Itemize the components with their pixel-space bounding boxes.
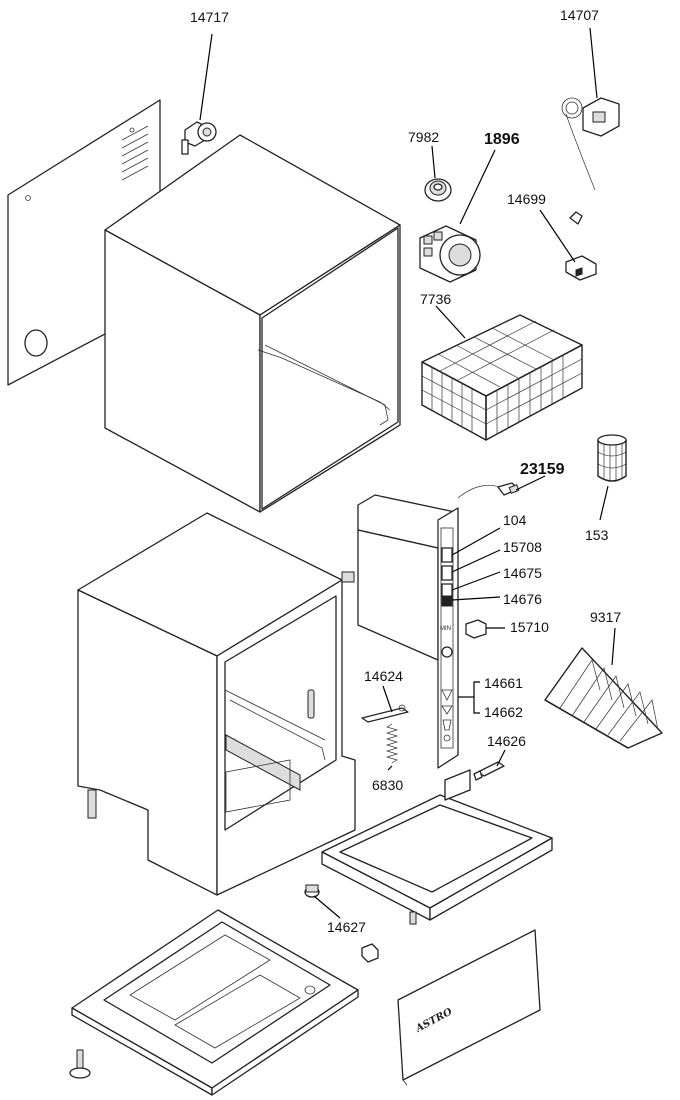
callout-14699: 14699 — [507, 191, 546, 207]
control-panel-frame — [357, 494, 459, 769]
callout-104: 104 — [503, 512, 527, 528]
callout-14661: 14661 — [484, 675, 523, 691]
callout-6830: 6830 — [372, 777, 403, 793]
panel-indicator-icons — [441, 689, 453, 742]
leader-lines — [199, 27, 616, 919]
callout-14676: 14676 — [503, 591, 542, 607]
callout-153: 153 — [585, 527, 609, 543]
callout-1896: 1896 — [484, 131, 520, 148]
hood-casing — [104, 134, 401, 513]
bracket-part-14624[interactable] — [361, 704, 409, 723]
switch-part-15708[interactable] — [441, 565, 453, 581]
callout-14626: 14626 — [487, 733, 526, 749]
valve-part-14717[interactable] — [181, 121, 217, 155]
callout-14717: 14717 — [190, 9, 229, 25]
microswitch-part-14699[interactable] — [565, 211, 597, 281]
switch-part-15710[interactable] — [465, 619, 487, 639]
front-kick-panel: ASTRO — [397, 929, 541, 1086]
knob-part-7982[interactable] — [424, 178, 452, 202]
callout-labels: 14717 14707 7982 1896 14699 7736 23159 1… — [190, 7, 621, 935]
callout-9317: 9317 — [590, 609, 621, 625]
callout-15710: 15710 — [510, 619, 549, 635]
cutlery-holder-part-153[interactable] — [597, 434, 627, 482]
dishwasher-body — [77, 512, 356, 896]
callout-15708: 15708 — [503, 539, 542, 555]
clip-part — [361, 943, 379, 963]
callout-7982: 7982 — [408, 129, 439, 145]
switch-part-104[interactable] — [441, 547, 453, 563]
spring-part-6830[interactable] — [385, 723, 399, 764]
callout-14662: 14662 — [484, 704, 523, 720]
screw-part-14626[interactable] — [473, 761, 505, 781]
panel-label: MIN — [440, 626, 451, 632]
adjustable-foot — [69, 1049, 91, 1079]
lamp-part-14676[interactable] — [441, 595, 453, 607]
wire-basket-part-7736[interactable] — [421, 314, 583, 441]
callout-14707: 14707 — [560, 7, 599, 23]
callout-14624: 14624 — [364, 668, 403, 684]
dial-knob[interactable] — [441, 646, 453, 658]
drawer-frame — [321, 769, 553, 925]
base-tray — [71, 909, 359, 1096]
callout-23159: 23159 — [520, 461, 565, 478]
connector-part-23159[interactable] — [457, 482, 520, 499]
plate-rack-part-9317[interactable] — [544, 647, 663, 749]
foot-part-14627[interactable] — [304, 884, 320, 898]
callout-14627: 14627 — [327, 919, 366, 935]
thermostat-part-14707[interactable] — [561, 97, 620, 191]
panel-switches — [441, 547, 453, 607]
callout-7736: 7736 — [420, 291, 451, 307]
callout-14675: 14675 — [503, 565, 542, 581]
timer-part-1896[interactable] — [419, 225, 481, 283]
